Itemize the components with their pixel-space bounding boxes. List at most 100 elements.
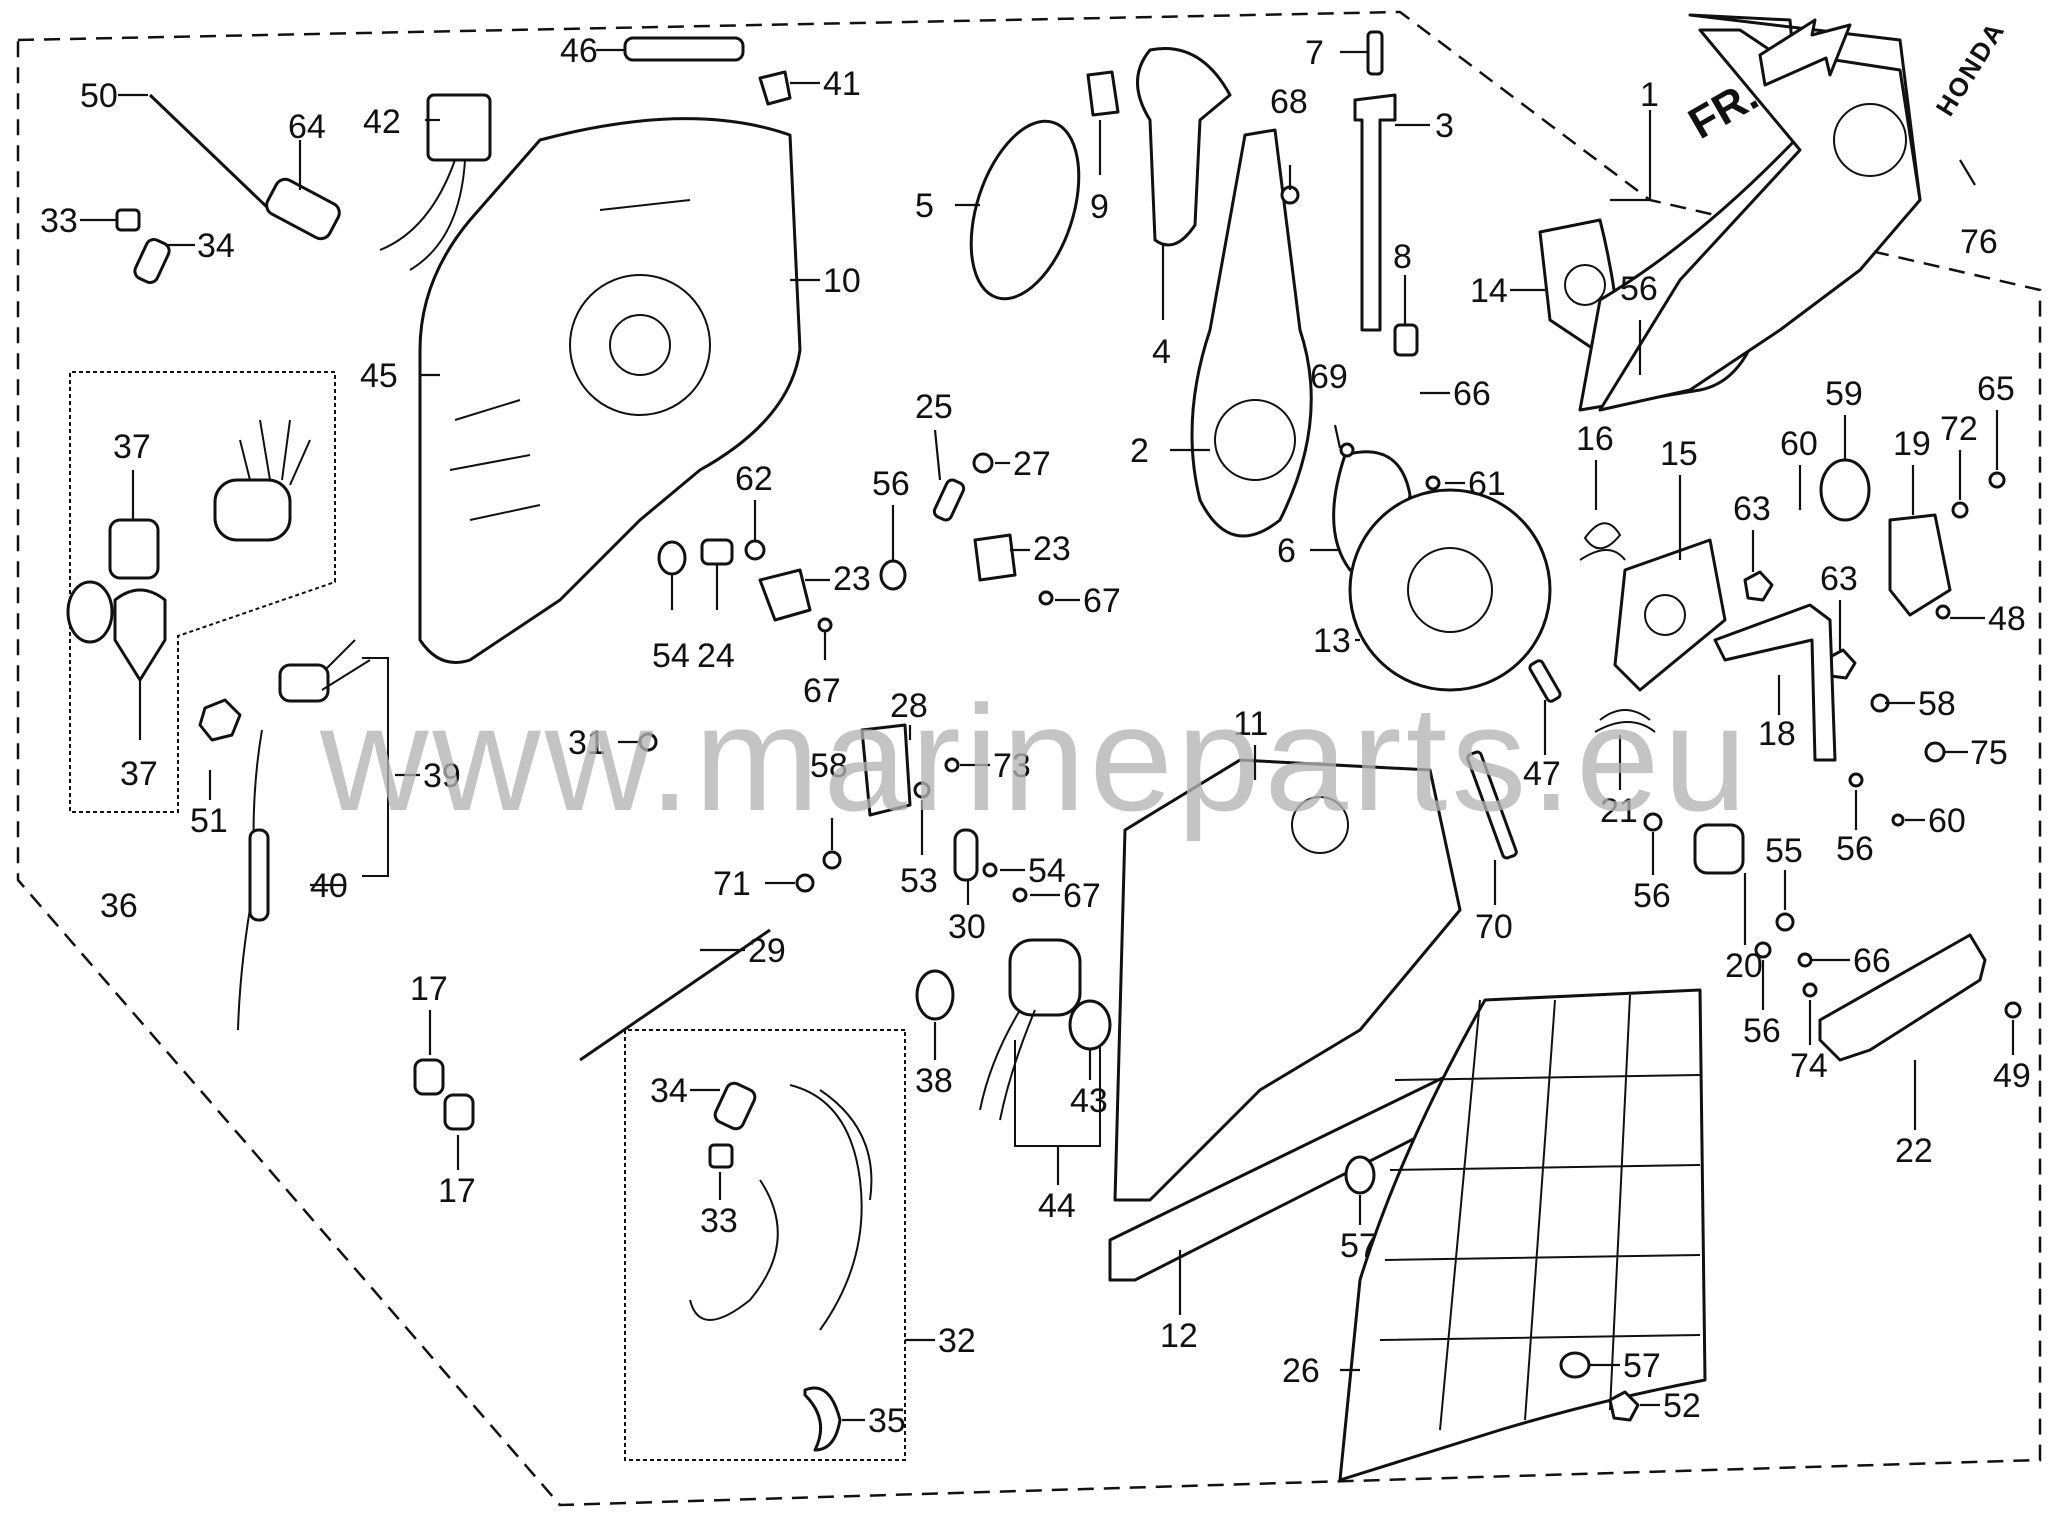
callout-56-lower: 56 bbox=[1633, 877, 1671, 915]
callout-54-lower: 54 bbox=[1028, 852, 1066, 890]
spring bbox=[700, 538, 734, 566]
callout-63-right: 63 bbox=[1820, 560, 1858, 598]
callout-32: 32 bbox=[938, 1322, 976, 1360]
lever-plate-hole bbox=[1644, 594, 1686, 636]
throttle-drum bbox=[1348, 488, 1552, 692]
callout-76: 76 bbox=[1960, 223, 1998, 261]
neutral-switch bbox=[1693, 823, 1745, 875]
callout-14: 14 bbox=[1470, 272, 1508, 310]
callout-54: 54 bbox=[652, 637, 690, 675]
grommet-17b bbox=[443, 1093, 475, 1131]
callout-23: 23 bbox=[833, 560, 871, 598]
nut-52 bbox=[1608, 1390, 1640, 1422]
grommet-57b bbox=[1559, 1351, 1591, 1379]
screw-small bbox=[115, 208, 141, 232]
callout-56: 56 bbox=[1620, 270, 1658, 308]
callout-42: 42 bbox=[363, 103, 401, 141]
callout-75: 75 bbox=[1970, 734, 2008, 772]
callout-33: 33 bbox=[40, 202, 78, 240]
housing-ribs bbox=[449, 199, 691, 521]
callout-21: 21 bbox=[1600, 792, 1638, 830]
callout-62: 62 bbox=[735, 460, 773, 498]
callout-15: 15 bbox=[1660, 435, 1698, 473]
assembly-boundary bbox=[16, 10, 2042, 1507]
callout-45: 45 bbox=[360, 357, 398, 395]
callout-10: 10 bbox=[823, 262, 861, 300]
callout-73: 73 bbox=[993, 747, 1031, 785]
ignition-switch-group-box bbox=[69, 371, 336, 813]
callout-57: 57 bbox=[1340, 1227, 1378, 1265]
o-ring bbox=[1819, 458, 1871, 522]
callout-67: 67 bbox=[803, 672, 841, 710]
callout-67-lower: 67 bbox=[1063, 877, 1101, 915]
control-lever-arm bbox=[1190, 128, 1313, 538]
callout-35: 35 bbox=[868, 1402, 906, 1440]
throttle-arm bbox=[860, 723, 912, 817]
side-cover-panel bbox=[1598, 28, 1922, 412]
retaining-ring bbox=[969, 119, 1081, 301]
callout-33-lower: 33 bbox=[700, 1202, 738, 1240]
long-screw bbox=[1466, 750, 1518, 860]
small-ball bbox=[972, 452, 994, 474]
callout-66: 66 bbox=[1453, 375, 1491, 413]
washer-56c bbox=[1848, 772, 1864, 788]
callout-23-right: 23 bbox=[1033, 530, 1071, 568]
callout-64: 64 bbox=[288, 108, 326, 146]
pin-60b bbox=[1891, 813, 1905, 827]
callout-41: 41 bbox=[823, 65, 861, 103]
washer-58b bbox=[822, 850, 842, 870]
callout-18: 18 bbox=[1758, 715, 1796, 753]
callout-labels: 50 64 42 46 41 33 34 10 45 5 9 4 7 68 3 … bbox=[40, 32, 2031, 1440]
callout-17-lower: 17 bbox=[438, 1172, 476, 1210]
neutral-release-rod bbox=[1353, 93, 1397, 332]
grid-cover-ribs bbox=[1379, 994, 1701, 1431]
callout-66-lower: 66 bbox=[1853, 942, 1891, 980]
trim-switch-44 bbox=[1008, 938, 1082, 1017]
callout-24: 24 bbox=[697, 637, 735, 675]
trim-switch bbox=[426, 93, 492, 162]
grip-strip bbox=[623, 36, 745, 62]
callout-69: 69 bbox=[1310, 358, 1348, 396]
ignition-key-cap bbox=[113, 588, 167, 682]
clamp-38 bbox=[915, 969, 955, 1021]
collar-34b bbox=[713, 1081, 757, 1131]
emergency-stop-switch bbox=[278, 663, 330, 703]
clip-73 bbox=[944, 757, 960, 773]
drive-shaft bbox=[579, 928, 771, 1062]
stop-switch-wires bbox=[321, 639, 371, 691]
washer-55 bbox=[1775, 912, 1795, 932]
watermark: www.marineparts.eu bbox=[319, 674, 1751, 842]
callout-39: 39 bbox=[423, 757, 461, 795]
lower-cover-hole bbox=[1291, 796, 1349, 854]
ignition-switch-wires bbox=[239, 419, 311, 486]
pin bbox=[1366, 30, 1384, 76]
callout-11: 11 bbox=[1233, 705, 1268, 743]
callout-31: 31 bbox=[568, 724, 606, 762]
callout-56-bottom: 56 bbox=[1743, 1012, 1781, 1050]
callout-52: 52 bbox=[1663, 1387, 1701, 1425]
callout-26: 26 bbox=[1282, 1352, 1320, 1390]
harness-clip-35 bbox=[803, 1386, 842, 1452]
callout-56-right: 56 bbox=[1836, 830, 1874, 868]
callout-65: 65 bbox=[1977, 370, 2015, 408]
callout-36: 36 bbox=[100, 887, 138, 925]
callout-30: 30 bbox=[948, 908, 986, 946]
grid-cover-panel bbox=[1338, 988, 1707, 1482]
callout-67-mid: 67 bbox=[1083, 582, 1121, 620]
screw-66b bbox=[1797, 952, 1813, 968]
callout-37: 37 bbox=[113, 428, 151, 466]
callout-57-lower: 57 bbox=[1623, 1347, 1661, 1385]
callout-60-lower: 60 bbox=[1928, 802, 1966, 840]
side-plate bbox=[1108, 1048, 1522, 1282]
clip bbox=[758, 70, 792, 106]
callout-6: 6 bbox=[1277, 532, 1296, 570]
callout-25: 25 bbox=[915, 388, 953, 426]
callout-61: 61 bbox=[1468, 465, 1506, 503]
housing-hole bbox=[609, 314, 671, 376]
washer-72 bbox=[1951, 501, 1969, 519]
spring-pin bbox=[1393, 323, 1419, 357]
washer bbox=[657, 540, 687, 576]
ignition-key bbox=[108, 518, 160, 580]
callout-12: 12 bbox=[1160, 1317, 1198, 1355]
